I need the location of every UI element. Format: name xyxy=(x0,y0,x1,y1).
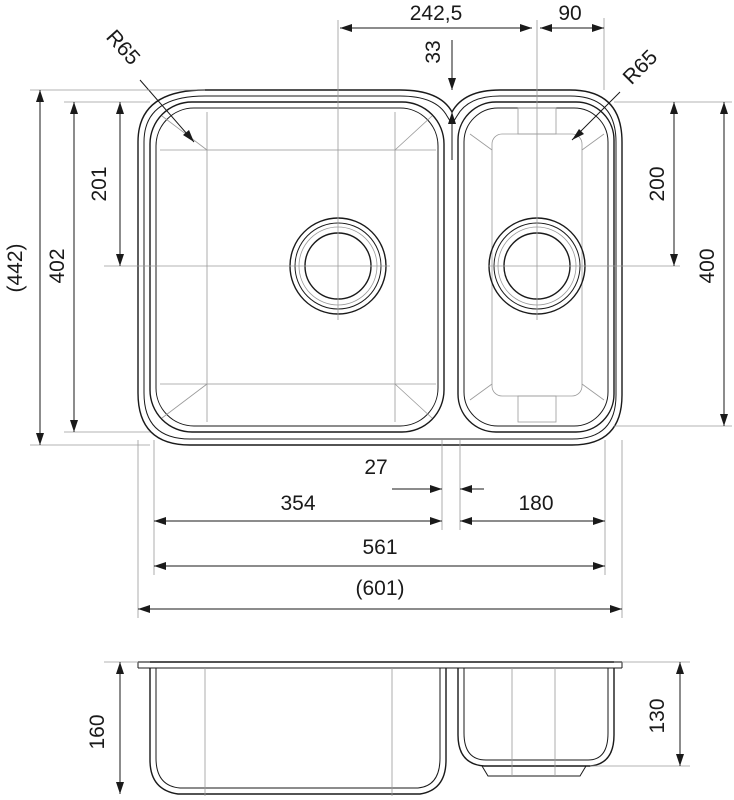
label-442: (442) xyxy=(4,243,27,292)
dim-354: 354 xyxy=(154,492,442,525)
dim-442: (442) xyxy=(4,90,44,445)
small-bowl-inner xyxy=(463,107,609,427)
large-bowl-outer xyxy=(149,101,445,433)
dim-r65-small: R65 xyxy=(571,46,663,141)
label-180: 180 xyxy=(518,492,553,515)
dim-242-5: 242,5 xyxy=(340,2,532,32)
dim-27: 27 xyxy=(364,456,484,493)
side-view: 160 130 xyxy=(86,661,690,796)
dim-200: 200 xyxy=(646,102,678,266)
dim-160: 160 xyxy=(86,662,124,794)
dim-400: 400 xyxy=(696,102,728,426)
label-242-5: 242,5 xyxy=(410,2,463,25)
label-r65-small: R65 xyxy=(619,46,663,90)
small-bowl-outer xyxy=(457,101,615,433)
dim-90: 90 xyxy=(540,2,605,90)
label-90: 90 xyxy=(558,2,581,25)
label-r65-large: R65 xyxy=(101,26,144,70)
side-large-bowl xyxy=(149,668,447,795)
dim-561: 561 xyxy=(154,536,605,570)
dim-402: 402 xyxy=(46,102,78,432)
label-27: 27 xyxy=(364,456,387,479)
sink-outer-outline-inner xyxy=(143,95,617,440)
dim-601: (601) xyxy=(138,577,622,613)
large-bowl-floor xyxy=(206,149,396,385)
label-130: 130 xyxy=(646,698,669,733)
dim-r65-large: R65 xyxy=(101,26,195,143)
label-400: 400 xyxy=(696,248,719,283)
side-small-bowl xyxy=(457,668,615,767)
label-200: 200 xyxy=(646,166,669,201)
label-354: 354 xyxy=(280,492,315,515)
dim-130: 130 xyxy=(646,662,684,766)
dim-180: 180 xyxy=(460,492,605,525)
label-561: 561 xyxy=(362,536,397,559)
label-160: 160 xyxy=(86,714,109,749)
dim-33: 33 xyxy=(422,40,456,160)
label-402: 402 xyxy=(46,248,69,283)
label-601: (601) xyxy=(355,577,404,600)
label-201: 201 xyxy=(88,166,111,201)
label-33: 33 xyxy=(422,40,445,63)
sink-outer-outline xyxy=(137,89,623,446)
large-bowl-inner xyxy=(155,107,439,427)
dim-201: 201 xyxy=(88,102,124,266)
top-view: 242,5 90 33 R65 R65 xyxy=(4,2,732,618)
